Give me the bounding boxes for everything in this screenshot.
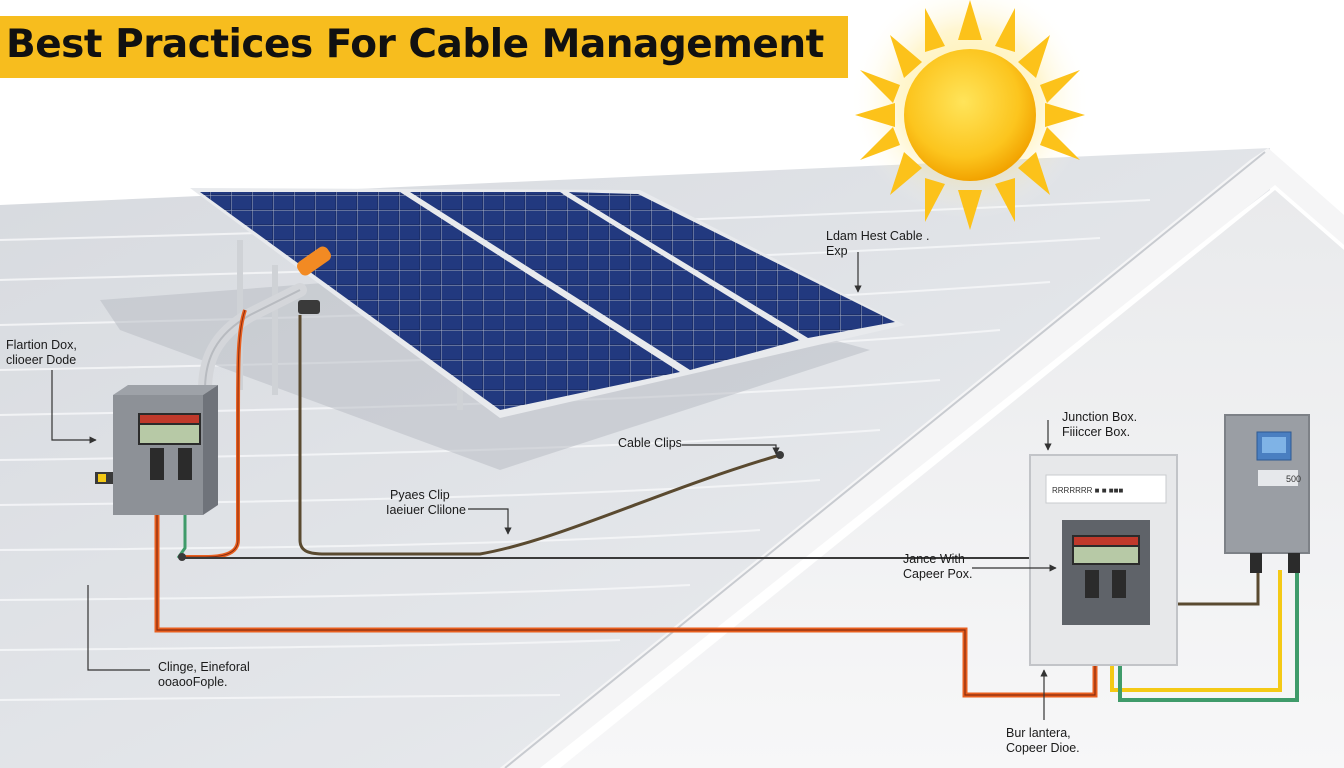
label-line: Cable Clips: [618, 436, 682, 450]
cables: [154, 309, 1299, 702]
label-line: Exp: [826, 244, 848, 258]
label-line: Junction Box.: [1062, 410, 1138, 424]
sun-icon: [850, 0, 1090, 230]
label-cable-clips: Cable Clips: [618, 436, 682, 451]
label-jance-with: Jance With Capeer Pox.: [903, 552, 972, 582]
label-bur-lantern: Bur lantera, Copeer Dioe.: [1006, 726, 1080, 756]
label-line: Ldam Hest Cable .: [826, 229, 930, 243]
label-line: clioeer Dode: [6, 353, 77, 367]
label-line: Jance With: [903, 552, 965, 566]
label-left-box: Flartion Dox, clioeer Dode: [6, 338, 77, 368]
label-clinge: Clinge, Eineforal ooaooFople.: [158, 660, 250, 690]
junction-box-icon: [1029, 454, 1178, 666]
label-top-right: Ldam Hest Cable . Exp: [826, 229, 930, 259]
label-pipes-clip: Pyaes Clip Iaeiuer Clilone: [386, 488, 466, 518]
label-line: Bur lantera,: [1006, 726, 1071, 740]
label-line: Iaeiuer Clilone: [386, 503, 466, 517]
label-line: Clinge, Eineforal: [158, 660, 250, 674]
title-banner: [0, 16, 848, 78]
label-line: Copeer Dioe.: [1006, 741, 1080, 755]
inverter-icon: [1224, 414, 1310, 573]
label-line: Pyaes Clip: [390, 488, 450, 502]
callout-lines: [51, 252, 1057, 720]
label-line: Flartion Dox,: [6, 338, 77, 352]
conduit: [198, 246, 331, 397]
label-junction-box: Junction Box. Fiiiccer Box.: [1062, 410, 1137, 440]
page-title: Best Practices For Cable Management: [6, 22, 824, 67]
label-line: ooaooFople.: [158, 675, 228, 689]
junction-box-icon: [95, 385, 218, 515]
label-line: Capeer Pox.: [903, 567, 973, 581]
right-box-sign: RRRRRRR ■ ■ ■■■: [1052, 486, 1123, 495]
label-line: Fiiiccer Box.: [1062, 425, 1131, 439]
inverter-text: 500: [1286, 474, 1301, 484]
